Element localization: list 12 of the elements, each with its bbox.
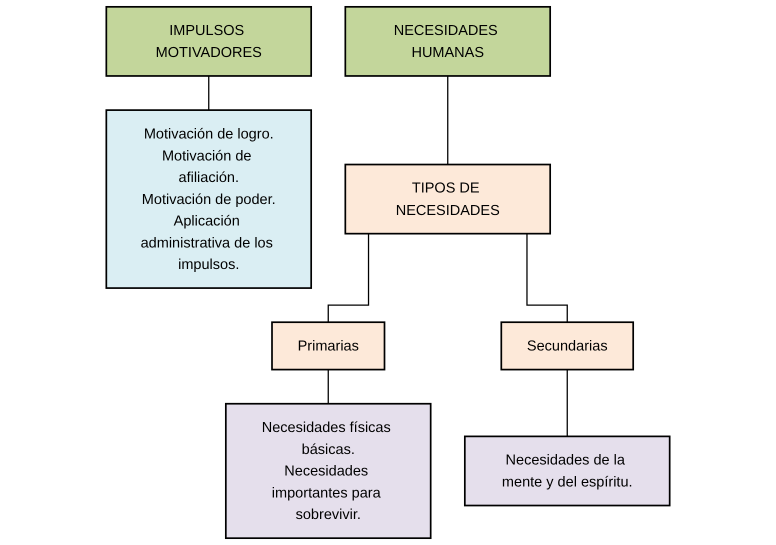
node-box: IMPULSOS MOTIVADORES [105,6,312,77]
node-box: TIPOS DE NECESIDADES [344,164,552,235]
connector [566,368,568,438]
node-box: Secundarias [500,321,634,370]
node-box: Necesidades de la mente y del espíritu. [464,436,671,506]
node-box: NECESIDADES HUMANAS [344,6,552,77]
node-box: Motivación de logro. Motivación de afiliación. Motivación de poder. Aplicación administrativa de los impulsos. [105,109,312,289]
node-box: Necesidades físicas básicas. Necesidades importantes para sobrevivir. [224,402,432,540]
connector [328,368,329,404]
connector [208,75,210,111]
node-box: Primarias [271,321,386,370]
connector [447,75,448,166]
